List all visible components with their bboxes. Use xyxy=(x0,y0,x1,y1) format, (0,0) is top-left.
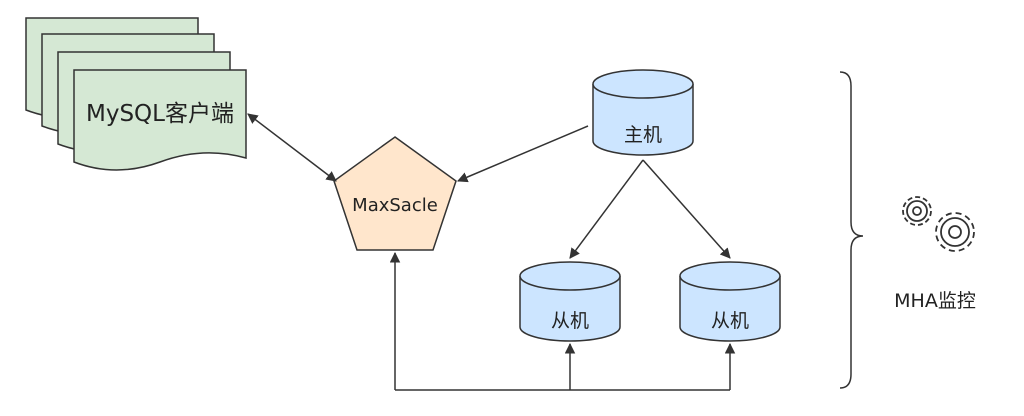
connectors xyxy=(247,113,736,391)
gears-icon xyxy=(902,196,975,252)
master-slave2-arrow xyxy=(642,159,731,259)
maxscale-label: MaxSacle xyxy=(352,195,438,216)
gear-icon-small xyxy=(902,196,932,226)
mysql-client-stack xyxy=(25,17,247,171)
monitor-label: MHA监控 xyxy=(894,290,976,312)
monitor-brace xyxy=(839,71,864,389)
slave-1-label: 从机 xyxy=(551,310,589,332)
client-label: MySQL客户端 xyxy=(86,101,234,127)
client-proxy-arrow xyxy=(247,113,337,182)
master-db xyxy=(592,69,694,156)
master-proxy-arrow xyxy=(457,125,589,183)
gear-icon-large xyxy=(935,212,975,252)
slave-db-2 xyxy=(679,261,781,342)
master-label: 主机 xyxy=(624,124,662,146)
master-slave1-arrow xyxy=(569,159,644,259)
maxscale-node xyxy=(333,136,457,251)
slave-db-1 xyxy=(519,261,621,342)
slave-2-label: 从机 xyxy=(711,310,749,332)
client-doc-front xyxy=(73,69,247,171)
